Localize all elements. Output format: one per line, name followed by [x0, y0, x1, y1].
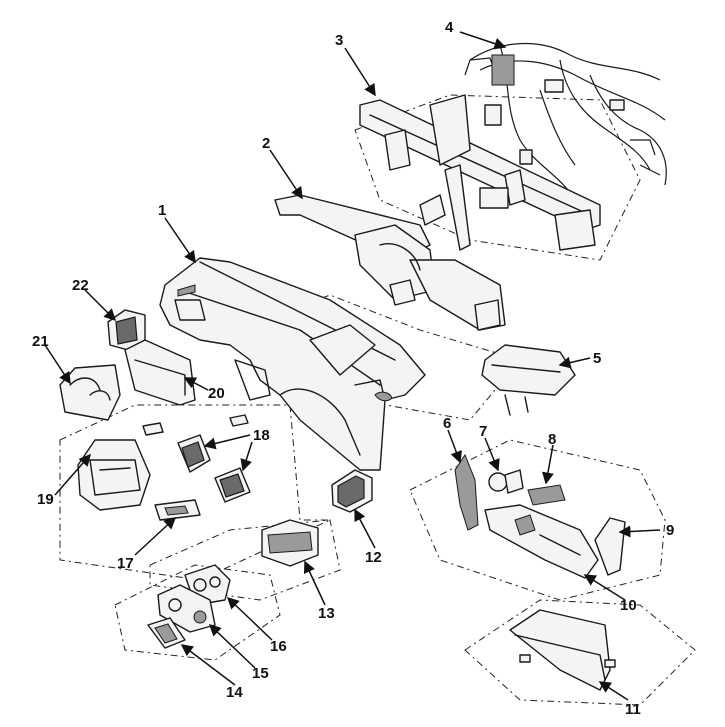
cowl-bar-group-outline [354, 94, 641, 261]
glove-box-housing-group-outline [464, 599, 696, 706]
cowl-cross-bar [359, 94, 601, 251]
callout-8: 8 [548, 431, 556, 448]
harness-connector-block [491, 54, 515, 86]
callout-20: 20 [208, 385, 225, 402]
heater-air-duct [274, 194, 506, 331]
callout-19: 19 [37, 491, 54, 508]
callout-5: 5 [593, 350, 601, 367]
callout-13: 13 [318, 605, 335, 622]
glove-box-latch [527, 484, 566, 506]
callout-9: 9 [666, 522, 674, 539]
callout-4: 4 [445, 19, 454, 36]
main-crash-pad [159, 257, 426, 471]
small-switch-blank [142, 422, 164, 436]
callout-1: 1 [158, 202, 166, 219]
instrument-cluster [59, 364, 121, 421]
side-cover-panel [454, 453, 479, 531]
callout-3: 3 [335, 32, 343, 49]
switch-group-outline [114, 564, 281, 661]
small-clip [229, 414, 249, 427]
heater-control-group-outline [149, 519, 341, 601]
center-fascia-audio-unit [77, 439, 151, 511]
callout-18: 18 [253, 427, 270, 444]
right-center-air-vent [331, 469, 373, 513]
center-fascia-group-outline [59, 404, 331, 581]
callout-22: 22 [72, 277, 89, 294]
glove-box-lower-panel [484, 504, 599, 579]
callout-11: 11 [625, 701, 641, 718]
center-display-opening [309, 324, 376, 376]
hazard-switch-strip [154, 499, 201, 521]
cluster-fascia-panel [124, 339, 196, 406]
callout-14: 14 [226, 684, 243, 701]
center-air-vents [177, 434, 251, 503]
seat-warmer-switch-panel [147, 617, 186, 649]
passenger-airbag-module [481, 344, 576, 416]
callout-10: 10 [620, 597, 637, 614]
callout-16: 16 [270, 638, 287, 655]
callout-17: 17 [117, 555, 134, 572]
glove-box-group-outline [409, 439, 666, 601]
glove-box-switch [488, 469, 524, 494]
callout-numbers: 1 2 3 4 5 6 7 8 9 10 11 12 13 14 15 16 1… [32, 19, 674, 718]
leader-lines [44, 31, 661, 701]
side-trim-cover [594, 517, 626, 576]
callout-12: 12 [365, 549, 382, 566]
callout-2: 2 [262, 135, 270, 152]
callout-7: 7 [479, 423, 487, 440]
glove-box-housing [509, 609, 616, 691]
callout-21: 21 [32, 333, 49, 350]
left-side-air-vent [107, 309, 146, 351]
callout-6: 6 [443, 415, 451, 432]
heater-control-unit [261, 519, 319, 567]
callout-15: 15 [252, 665, 269, 682]
